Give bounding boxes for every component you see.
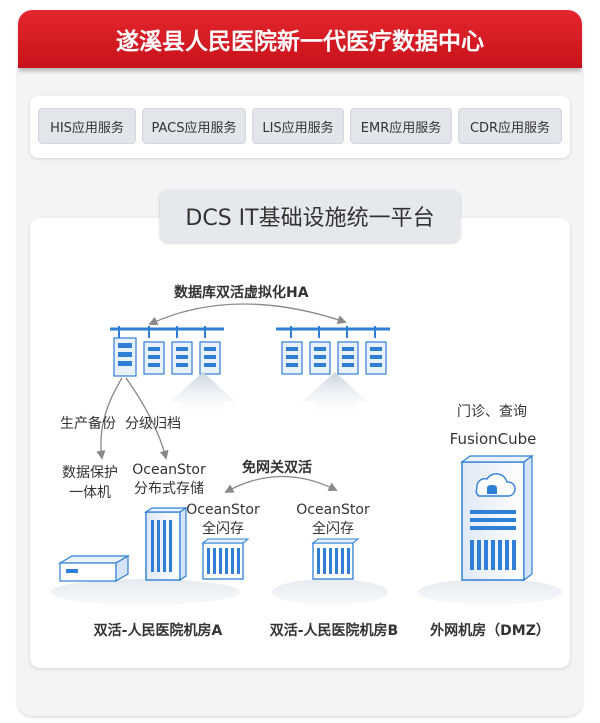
platform-title: DCS IT基础设施统一平台 <box>160 190 460 242</box>
floor-dmz <box>418 579 562 605</box>
backup-label: 生产备份 <box>60 416 116 432</box>
archive-arrow <box>125 377 169 460</box>
fusioncube-rack-icon <box>460 454 534 582</box>
server-icon <box>143 341 165 375</box>
backup-arrow <box>96 377 123 460</box>
clinic-label: 门诊、查询 <box>457 404 527 420</box>
services-bar: HIS应用服务 PACS应用服务 LIS应用服务 EMR应用服务 CDR应用服务 <box>30 96 570 158</box>
room-dmz-label: 外网机房（DMZ） <box>430 623 550 639</box>
service-his: HIS应用服务 <box>38 108 136 144</box>
floor-a <box>50 579 240 605</box>
all-flash-storage-a-icon <box>201 538 250 580</box>
gateway-free-arc-arrow <box>224 475 338 493</box>
service-emr: EMR应用服务 <box>350 108 452 144</box>
archive-label: 分级归档 <box>125 416 181 432</box>
distributed-storage-rack-icon <box>144 506 188 582</box>
service-lis: LIS应用服务 <box>252 108 344 144</box>
room-a-label: 双活-人民医院机房A <box>93 623 223 639</box>
up-arrow-icon <box>170 372 236 420</box>
ha-arc-arrow <box>148 303 347 326</box>
server-group-b <box>276 326 390 375</box>
server-icon <box>113 337 137 377</box>
ha-label: 数据库双活虚拟化HA <box>174 285 309 301</box>
gateway-free-label: 免网关双活 <box>242 460 312 476</box>
server-icon <box>171 341 193 375</box>
server-icon <box>199 341 221 375</box>
service-cdr: CDR应用服务 <box>458 108 562 144</box>
room-b-label: 双活-人民医院机房B <box>269 623 399 639</box>
server-group-a <box>110 326 224 377</box>
server-icon <box>365 341 387 375</box>
server-icon <box>337 341 359 375</box>
data-protection-label: 数据保护一体机 <box>62 465 118 501</box>
server-icon <box>309 341 331 375</box>
data-protection-appliance-icon <box>57 554 131 583</box>
server-icon <box>281 341 303 375</box>
page-title: 遂溪县人民医院新一代医疗数据中心 <box>18 10 582 68</box>
service-pacs: PACS应用服务 <box>142 108 246 144</box>
floor-b <box>272 579 388 605</box>
all-flash-storage-b-icon <box>311 538 360 580</box>
cloud-icon <box>475 473 516 497</box>
up-arrow-icon <box>302 372 368 420</box>
fusioncube-label: FusionCube <box>449 430 537 448</box>
